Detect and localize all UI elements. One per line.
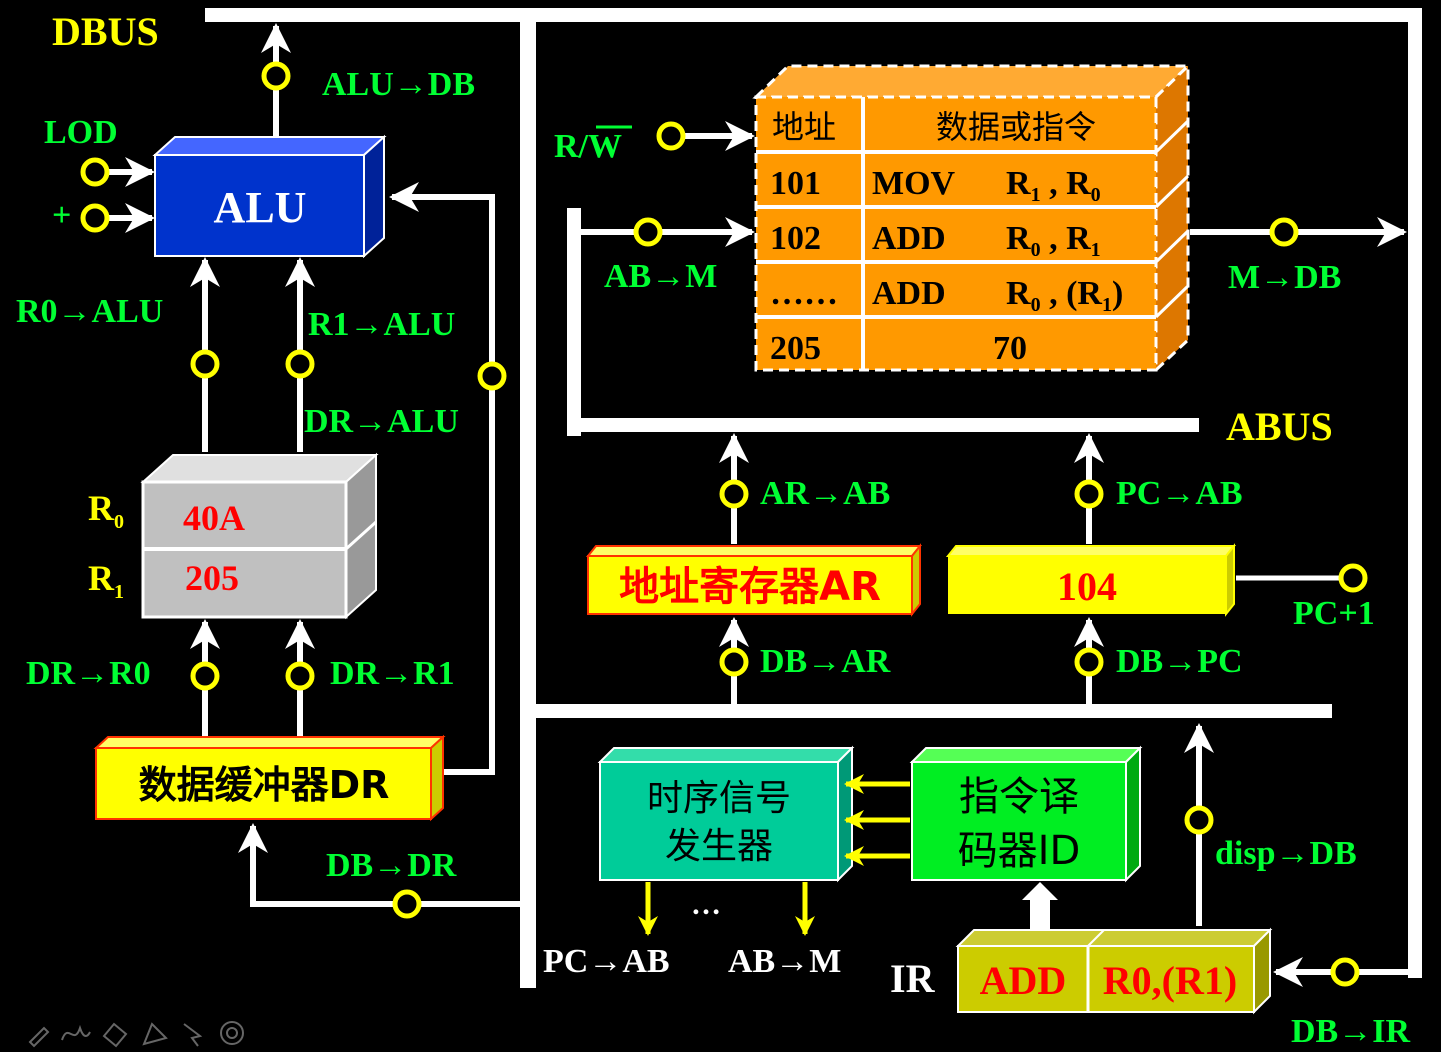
db-dr-gate[interactable] xyxy=(392,889,422,919)
address-register-ar: 地址寄存器AR xyxy=(585,543,923,617)
mem-row-op: ADD xyxy=(872,220,946,257)
mem-row-op: MOV xyxy=(872,165,956,202)
db-ar-label: DB→AR xyxy=(760,643,891,680)
r1-value: 205 xyxy=(185,558,239,598)
lod-gate[interactable] xyxy=(80,157,110,187)
eraser-icon[interactable] xyxy=(102,1022,128,1048)
settings-icon[interactable] xyxy=(220,1021,244,1045)
mem-row-addr: 205 xyxy=(770,330,821,367)
r0-name: R0 xyxy=(88,488,124,533)
mem-row-arg: R0​ , (R1​) xyxy=(1006,275,1123,316)
alu-block: ALU xyxy=(152,134,387,259)
r1-alu-gate[interactable] xyxy=(285,349,315,379)
instruction-decoder-id: 指令译 码器ID xyxy=(909,745,1143,883)
db-ar-gate[interactable] xyxy=(719,647,749,677)
rw-gate[interactable] xyxy=(656,121,686,151)
ir-label: IR xyxy=(890,956,936,1001)
ir-arg: R0,(R1) xyxy=(1103,958,1237,1003)
lod-label: LOD xyxy=(44,114,118,151)
ar-label: 地址寄存器AR xyxy=(619,564,881,610)
disp-db-gate[interactable] xyxy=(1184,805,1214,835)
mem-header-data: 数据或指令 xyxy=(936,108,1096,146)
highlighter-icon[interactable] xyxy=(142,1022,168,1046)
mem-row-addr: 102 xyxy=(770,220,821,257)
db-ir-label: DB→IR xyxy=(1291,1013,1410,1050)
alu-db-label: ALU→DB xyxy=(322,66,475,103)
r0-alu-label: R0→ALU xyxy=(16,293,163,330)
m-db-label: M→DB xyxy=(1228,259,1341,296)
plus-label: + xyxy=(52,197,71,234)
pc-ab-label: PC→AB xyxy=(1116,475,1243,512)
timing-dots: … xyxy=(691,888,721,921)
dr-alu-label: DR→ALU xyxy=(304,403,459,440)
db-pc-label: DB→PC xyxy=(1116,643,1243,680)
timing-line2: 发生器 xyxy=(665,826,773,867)
ab-m-label: AB→M xyxy=(604,258,717,295)
alu-db-gate[interactable] xyxy=(261,61,291,91)
decoder-to-timing-arrows xyxy=(844,774,910,866)
db-pc-gate[interactable] xyxy=(1074,647,1104,677)
m-db-gate[interactable] xyxy=(1269,217,1299,247)
mem-row-addr: 101 xyxy=(770,165,821,202)
address-bus xyxy=(567,208,1199,436)
r1-alu-label: R1→ALU xyxy=(308,306,455,343)
alu-label: ALU xyxy=(214,183,307,232)
dr-r1-label: DR→R1 xyxy=(330,655,455,692)
mem-row-arg: R1​ , R0​ xyxy=(1006,165,1101,206)
mem-header-addr: 地址 xyxy=(772,108,836,146)
rw-label: R/W xyxy=(554,128,622,165)
decoder-line2: 码器ID xyxy=(958,828,1081,874)
dr-alu-gate[interactable] xyxy=(477,361,507,391)
ar-ab-gate[interactable] xyxy=(719,479,749,509)
dbus-label: DBUS xyxy=(52,9,159,54)
pc-value: 104 xyxy=(1057,564,1117,609)
plus-gate[interactable] xyxy=(80,203,110,233)
ir-to-id-arrow xyxy=(1022,882,1058,930)
ink-icon[interactable] xyxy=(61,1024,91,1041)
dr-r0-gate[interactable] xyxy=(190,661,220,691)
register-file: 40A 205 xyxy=(140,452,379,620)
pointer-icon[interactable] xyxy=(183,1023,203,1047)
mem-row-addr: …… xyxy=(770,275,838,312)
instruction-register-ir: ADD R0,(R1) xyxy=(955,927,1273,1015)
data-bus xyxy=(205,8,1422,988)
mem-row-op: ADD xyxy=(872,275,946,312)
data-buffer-dr: 数据缓冲器DR xyxy=(93,734,446,822)
program-counter-pc: 104 xyxy=(945,543,1237,617)
db-dr-label: DB→DR xyxy=(326,847,457,884)
timing-ab-m: AB→M xyxy=(728,943,841,980)
abus-label: ABUS xyxy=(1226,404,1333,449)
disp-db-label: disp→DB xyxy=(1215,835,1357,872)
mem-row-arg: R0​ , R1​ xyxy=(1006,220,1101,261)
dr-label: 数据缓冲器DR xyxy=(139,763,390,807)
mem-row-arg: 70 xyxy=(993,330,1027,367)
ar-ab-label: AR→AB xyxy=(760,475,890,512)
r0-alu-gate[interactable] xyxy=(190,349,220,379)
timing-line1: 时序信号 xyxy=(647,778,791,819)
dr-r0-label: DR→R0 xyxy=(26,655,151,692)
r0-value: 40A xyxy=(183,498,245,538)
timing-generator: 时序信号 发生器 xyxy=(597,745,855,883)
slide-toolbar xyxy=(28,1021,244,1048)
pc-ab-gate[interactable] xyxy=(1074,479,1104,509)
ab-m-gate[interactable] xyxy=(633,217,663,247)
pc-inc-label: PC+1 xyxy=(1293,595,1375,632)
pen-icon[interactable] xyxy=(28,1026,50,1048)
ir-op: ADD xyxy=(980,958,1067,1003)
db-ir-gate[interactable] xyxy=(1330,957,1360,987)
dr-r1-gate[interactable] xyxy=(285,661,315,691)
r1-name: R1 xyxy=(88,558,124,603)
decoder-line1: 指令译 xyxy=(959,774,1079,820)
timing-pc-ab: PC→AB xyxy=(543,943,670,980)
pc-inc-gate[interactable] xyxy=(1338,563,1368,593)
